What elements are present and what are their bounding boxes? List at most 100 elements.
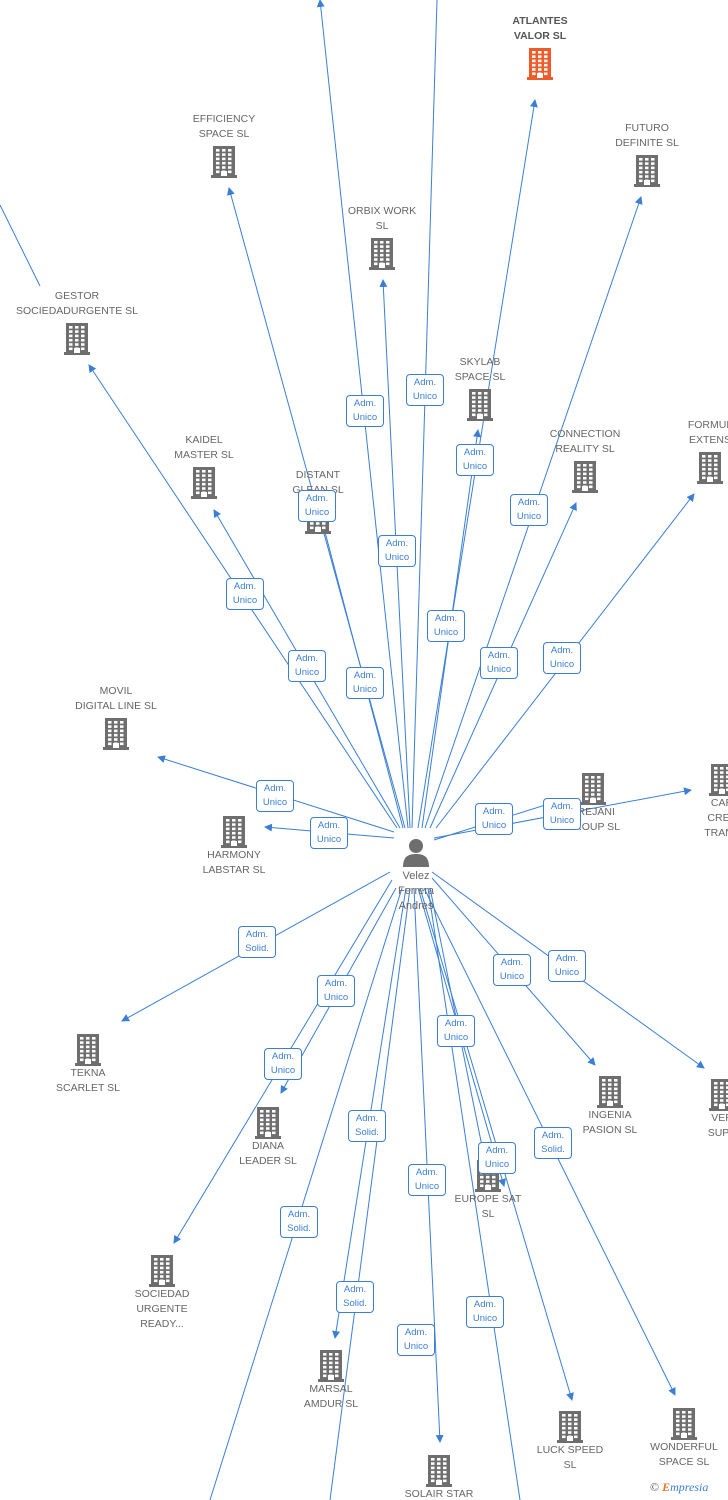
role-badge[interactable]: Adm. Unico [408, 1164, 446, 1196]
role-badge[interactable]: Adm. Unico [288, 650, 326, 682]
role-badge[interactable]: Adm. Solid. [348, 1110, 386, 1142]
relation-edge [209, 887, 403, 1500]
brand-rest: mpresia [670, 1480, 709, 1494]
relation-edge [411, 0, 438, 829]
company-node-connection[interactable]: CONNECTION REALITY SL [520, 427, 650, 493]
role-badge[interactable]: Adm. Unico [437, 1015, 475, 1047]
building-icon [580, 773, 606, 805]
company-node-movil[interactable]: MOVIL DIGITAL LINE SL [51, 684, 181, 750]
company-node-kaidel[interactable]: KAIDEL MASTER SL [139, 433, 269, 499]
company-name: MARSAL AMDUR SL [303, 1383, 359, 1410]
company-name: FORMUL EXTENS [687, 419, 728, 446]
company-name: HARMONY LABSTAR SL [202, 849, 266, 876]
company-name: CONNECTION REALITY SL [549, 428, 621, 455]
company-node-ingenia[interactable]: INGENIA PASION SL [545, 1072, 675, 1138]
company-node-diana[interactable]: DIANA LEADER SL [203, 1103, 333, 1169]
role-badge[interactable]: Adm. Unico [397, 1324, 435, 1356]
company-name: TEKNA SCARLET SL [56, 1067, 120, 1094]
company-node-solair[interactable]: SOLAIR STAR [374, 1451, 504, 1500]
company-node-frejani[interactable]: FREJANI GROUP SL [528, 769, 658, 835]
building-icon [527, 48, 553, 80]
building-icon [634, 155, 660, 187]
role-badge[interactable]: Adm. Unico [480, 647, 518, 679]
role-badge[interactable]: Adm. Unico [510, 494, 548, 526]
company-name: LUCK SPEED SL [536, 1444, 604, 1471]
role-badge[interactable]: Adm. Unico [478, 1142, 516, 1174]
role-badge[interactable]: Adm. Solid. [238, 926, 276, 958]
building-icon [709, 764, 728, 796]
building-icon [255, 1107, 281, 1139]
role-badge[interactable]: Adm. Solid. [280, 1206, 318, 1238]
company-node-wonderful[interactable]: WONDERFUL SPACE SL [619, 1404, 728, 1470]
watermark: © Empresia [650, 1480, 708, 1495]
role-badge[interactable]: Adm. Unico [406, 374, 444, 406]
role-badge[interactable]: Adm. Unico [346, 395, 384, 427]
building-icon [697, 452, 723, 484]
company-node-skylab[interactable]: SKYLAB SPACE SL [415, 355, 545, 421]
building-icon [597, 1076, 623, 1108]
role-badge[interactable]: Adm. Unico [346, 667, 384, 699]
role-badge[interactable]: Adm. Unico [456, 444, 494, 476]
role-badge[interactable]: Adm. Solid. [336, 1281, 374, 1313]
company-name: SOLAIR STAR [404, 1488, 474, 1500]
role-badge[interactable]: Adm. Solid. [534, 1127, 572, 1159]
company-node-efficiency[interactable]: EFFICIENCY SPACE SL [159, 112, 289, 178]
company-node-marsal[interactable]: MARSAL AMDUR SL [266, 1346, 396, 1412]
company-name: SKYLAB SPACE SL [454, 356, 506, 383]
role-badge[interactable]: Adm. Unico [256, 780, 294, 812]
role-badge[interactable]: Adm. Unico [310, 817, 348, 849]
company-node-futuro[interactable]: FUTURO DEFINITE SL [582, 121, 712, 187]
company-name: INGENIA PASION SL [582, 1109, 638, 1136]
company-name: CAR CREA TRANS [704, 797, 728, 839]
company-name: DIANA LEADER SL [239, 1140, 297, 1167]
person-node[interactable]: Velez Ferrera Andres [379, 837, 453, 914]
role-badge[interactable]: Adm. Unico [264, 1048, 302, 1080]
company-name: KAIDEL MASTER SL [174, 434, 234, 461]
building-icon [709, 1079, 728, 1111]
role-badge[interactable]: Adm. Unico [226, 578, 264, 610]
building-icon [572, 461, 598, 493]
company-node-tekna[interactable]: TEKNA SCARLET SL [23, 1030, 153, 1096]
company-name: SOCIEDAD URGENTE READY... [134, 1288, 190, 1330]
building-icon [369, 238, 395, 270]
role-badge[interactable]: Adm. Unico [493, 954, 531, 986]
building-icon [149, 1255, 175, 1287]
company-node-formul[interactable]: FORMUL EXTENS [645, 418, 728, 484]
building-icon [467, 389, 493, 421]
person-name: Velez Ferrera Andres [397, 870, 435, 912]
role-badge[interactable]: Adm. Unico [543, 798, 581, 830]
company-name: EFFICIENCY SPACE SL [192, 113, 256, 140]
company-node-gestor[interactable]: GESTOR SOCIEDADURGENTE SL [12, 289, 142, 355]
role-badge[interactable]: Adm. Unico [378, 535, 416, 567]
building-icon [671, 1408, 697, 1440]
brand-initial: E [662, 1480, 671, 1494]
relation-edge [329, 887, 411, 1500]
building-icon [557, 1411, 583, 1443]
company-name: MOVIL DIGITAL LINE SL [75, 685, 157, 712]
role-badge[interactable]: Adm. Unico [317, 975, 355, 1007]
role-badge[interactable]: Adm. Unico [475, 803, 513, 835]
building-icon [221, 816, 247, 848]
company-name: ORBIX WORK SL [347, 205, 417, 232]
role-badge[interactable]: Adm. Unico [548, 950, 586, 982]
building-icon [103, 718, 129, 750]
company-node-atlantes[interactable]: ATLANTES VALOR SL [475, 14, 605, 80]
building-icon [426, 1455, 452, 1487]
company-node-car[interactable]: CAR CREA TRANS [657, 760, 728, 841]
role-badge[interactable]: Adm. Unico [427, 610, 465, 642]
company-node-sociedad[interactable]: SOCIEDAD URGENTE READY... [97, 1251, 227, 1332]
building-icon [64, 323, 90, 355]
relation-edge [0, 204, 41, 287]
company-node-harmony[interactable]: HARMONY LABSTAR SL [169, 812, 299, 878]
role-badge[interactable]: Adm. Unico [543, 642, 581, 674]
building-icon [191, 467, 217, 499]
company-name: GESTOR SOCIEDADURGENTE SL [16, 290, 138, 317]
company-node-orbix[interactable]: ORBIX WORK SL [317, 204, 447, 270]
role-badge[interactable]: Adm. Unico [466, 1296, 504, 1328]
company-node-luck[interactable]: LUCK SPEED SL [505, 1407, 635, 1473]
role-badge[interactable]: Adm. Unico [298, 490, 336, 522]
company-name: FUTURO DEFINITE SL [615, 122, 679, 149]
